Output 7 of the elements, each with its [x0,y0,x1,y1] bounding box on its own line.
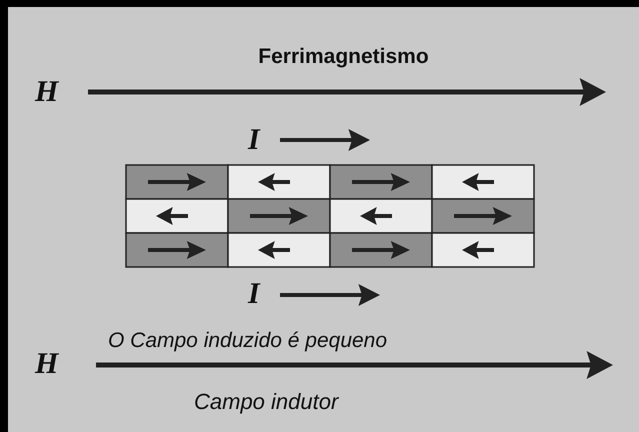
field-symbol: H [35,347,58,381]
title: Ferrimagnetismo [257,45,430,69]
annotation-text: O Campo induzido é pequeno [108,329,388,353]
current-symbol: I [248,123,260,157]
annotation-text: Campo indutor [194,389,338,415]
current-symbol: I [248,277,260,311]
field-symbol: H [35,75,58,109]
